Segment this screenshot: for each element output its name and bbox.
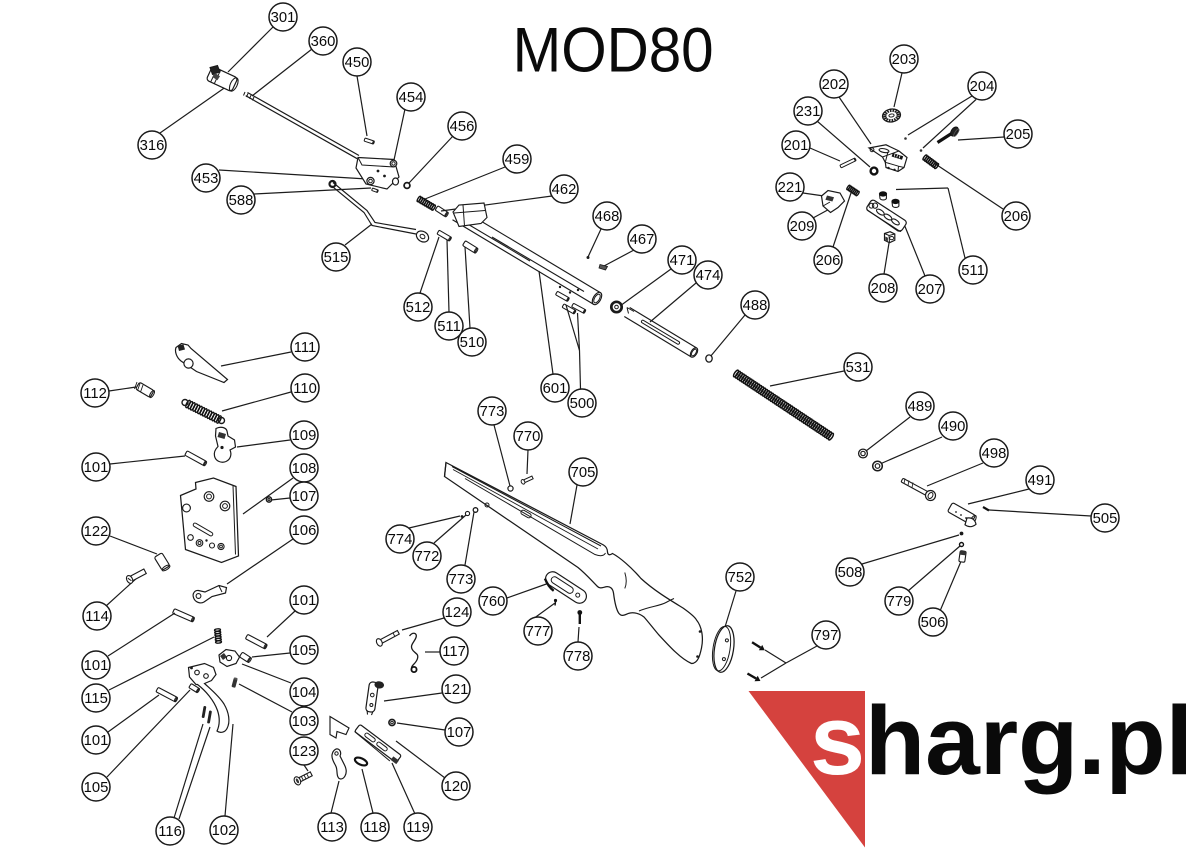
svg-text:108: 108 xyxy=(292,461,317,477)
svg-text:778: 778 xyxy=(566,649,591,665)
svg-text:316: 316 xyxy=(140,138,165,154)
svg-text:512: 512 xyxy=(406,300,431,316)
svg-text:459: 459 xyxy=(505,152,530,168)
svg-text:510: 510 xyxy=(460,335,485,351)
svg-text:489: 489 xyxy=(908,399,933,415)
svg-text:515: 515 xyxy=(324,250,349,266)
svg-text:488: 488 xyxy=(743,298,768,314)
svg-text:119: 119 xyxy=(406,820,430,836)
svg-text:760: 760 xyxy=(481,594,506,610)
svg-text:471: 471 xyxy=(670,253,695,269)
svg-text:773: 773 xyxy=(449,572,474,588)
svg-text:360: 360 xyxy=(311,34,336,50)
svg-text:101: 101 xyxy=(84,733,109,749)
svg-text:209: 209 xyxy=(790,219,815,235)
svg-text:121: 121 xyxy=(444,682,469,698)
svg-text:101: 101 xyxy=(292,593,317,609)
svg-text:101: 101 xyxy=(84,658,109,674)
svg-text:797: 797 xyxy=(814,628,839,644)
svg-text:511: 511 xyxy=(437,319,461,335)
svg-text:498: 498 xyxy=(982,446,1007,462)
svg-text:773: 773 xyxy=(480,404,505,420)
svg-text:462: 462 xyxy=(552,182,577,198)
svg-text:107: 107 xyxy=(292,489,317,505)
svg-text:103: 103 xyxy=(292,714,317,730)
svg-text:772: 772 xyxy=(415,549,440,565)
svg-text:777: 777 xyxy=(526,624,551,640)
svg-text:752: 752 xyxy=(728,570,753,586)
svg-text:506: 506 xyxy=(921,615,946,631)
svg-text:770: 770 xyxy=(516,429,541,445)
svg-text:221: 221 xyxy=(778,180,803,196)
svg-text:467: 467 xyxy=(630,232,655,248)
svg-text:705: 705 xyxy=(571,465,596,481)
svg-text:201: 201 xyxy=(784,138,809,154)
svg-text:474: 474 xyxy=(696,268,721,284)
svg-text:505: 505 xyxy=(1093,511,1118,527)
svg-text:231: 231 xyxy=(796,104,821,120)
svg-text:110: 110 xyxy=(293,381,317,397)
svg-text:harg.pl: harg.pl xyxy=(865,686,1193,795)
svg-text:105: 105 xyxy=(84,780,109,796)
svg-text:107: 107 xyxy=(447,725,472,741)
svg-text:588: 588 xyxy=(229,193,254,209)
svg-text:468: 468 xyxy=(595,209,620,225)
svg-text:105: 105 xyxy=(292,643,317,659)
svg-text:MOD80: MOD80 xyxy=(513,16,714,86)
svg-text:204: 204 xyxy=(970,79,995,95)
svg-text:454: 454 xyxy=(399,90,424,106)
svg-text:456: 456 xyxy=(450,119,475,135)
svg-text:112: 112 xyxy=(83,386,107,402)
svg-text:508: 508 xyxy=(838,565,863,581)
svg-text:491: 491 xyxy=(1028,473,1053,489)
svg-text:122: 122 xyxy=(84,524,109,540)
svg-text:115: 115 xyxy=(84,691,108,707)
svg-text:s: s xyxy=(810,684,865,795)
svg-text:113: 113 xyxy=(320,820,344,836)
svg-text:101: 101 xyxy=(84,460,109,476)
svg-text:500: 500 xyxy=(570,396,595,412)
svg-text:111: 111 xyxy=(294,340,317,356)
svg-text:208: 208 xyxy=(871,281,896,297)
svg-text:490: 490 xyxy=(941,419,966,435)
svg-text:531: 531 xyxy=(846,360,871,376)
svg-text:205: 205 xyxy=(1006,127,1031,143)
svg-text:301: 301 xyxy=(271,10,296,26)
svg-text:207: 207 xyxy=(918,282,943,298)
svg-text:450: 450 xyxy=(345,55,370,71)
svg-text:114: 114 xyxy=(85,609,109,625)
svg-text:102: 102 xyxy=(212,823,237,839)
svg-text:779: 779 xyxy=(887,594,912,610)
svg-text:118: 118 xyxy=(363,820,387,836)
svg-text:601: 601 xyxy=(543,381,568,397)
svg-text:203: 203 xyxy=(892,52,917,68)
svg-text:453: 453 xyxy=(194,171,219,187)
svg-text:120: 120 xyxy=(444,779,469,795)
svg-text:774: 774 xyxy=(388,532,413,548)
svg-text:116: 116 xyxy=(158,824,182,840)
svg-text:202: 202 xyxy=(822,77,847,93)
svg-text:124: 124 xyxy=(445,605,470,621)
svg-text:106: 106 xyxy=(292,523,317,539)
svg-text:206: 206 xyxy=(816,253,841,269)
svg-text:206: 206 xyxy=(1004,209,1029,225)
svg-text:123: 123 xyxy=(292,744,317,760)
svg-text:109: 109 xyxy=(292,428,317,444)
svg-text:117: 117 xyxy=(442,644,466,660)
svg-text:511: 511 xyxy=(961,263,985,279)
svg-text:104: 104 xyxy=(292,685,317,701)
